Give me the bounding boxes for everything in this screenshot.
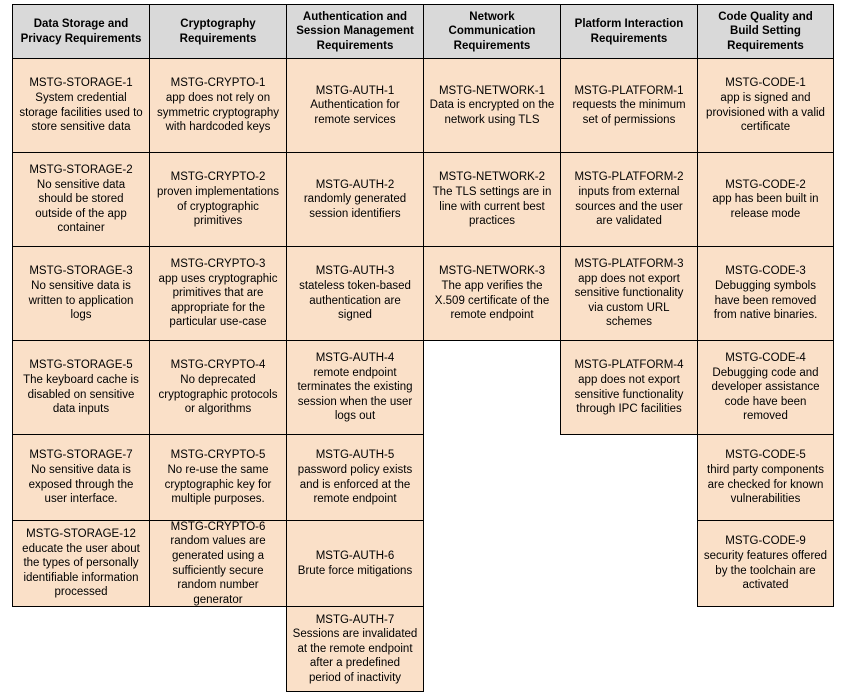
column-header-text: Network Communication Requirements xyxy=(448,10,536,52)
cell-text: MSTG-AUTH-5 password policy exists and i… xyxy=(297,449,413,506)
cell-text: MSTG-NETWORK-2 The TLS settings are in l… xyxy=(432,171,552,228)
table-cell-mstg-platform-1: MSTG-PLATFORM-1 requests the minimum set… xyxy=(560,58,698,153)
table-cell-mstg-code-5: MSTG-CODE-5 third party components are c… xyxy=(697,434,834,521)
column-header-text: Code Quality and Build Setting Requireme… xyxy=(718,10,813,52)
cell-text: MSTG-AUTH-7 Sessions are invalidated at … xyxy=(292,613,418,684)
column-header-cryptography: Cryptography Requirements xyxy=(149,4,287,59)
table-cell-mstg-crypto-2: MSTG-CRYPTO-2 proven implementations of … xyxy=(149,152,287,247)
table-cell-mstg-storage-7: MSTG-STORAGE-7 No sensitive data is expo… xyxy=(12,434,150,521)
column-header-text: Authentication and Session Management Re… xyxy=(296,10,414,52)
cell-text: MSTG-STORAGE-12 educate the user about t… xyxy=(22,528,140,599)
table-cell-mstg-auth-4: MSTG-AUTH-4 remote endpoint terminates t… xyxy=(286,340,424,435)
cell-text: MSTG-CODE-4 Debugging code and developer… xyxy=(711,352,820,423)
table-cell-mstg-storage-1: MSTG-STORAGE-1 System credential storage… xyxy=(12,58,150,153)
cell-text: MSTG-STORAGE-5 The keyboard cache is dis… xyxy=(23,359,139,416)
table-cell-mstg-storage-2: MSTG-STORAGE-2 No sensitive data should … xyxy=(12,152,150,247)
table-column-authentication-and-session-management: Authentication and Session Management Re… xyxy=(286,4,424,692)
cell-text: MSTG-CRYPTO-2 proven implementations of … xyxy=(156,171,280,228)
table-cell-mstg-storage-3: MSTG-STORAGE-3 No sensitive data is writ… xyxy=(12,246,150,341)
table-cell-mstg-auth-7: MSTG-AUTH-7 Sessions are invalidated at … xyxy=(286,606,424,692)
column-header-text: Data Storage and Privacy Requirements xyxy=(20,18,142,45)
cell-text: MSTG-CRYPTO-5 No re-use the same cryptog… xyxy=(164,449,272,506)
column-header-network-communication: Network Communication Requirements xyxy=(423,4,561,59)
table-cell-mstg-storage-5: MSTG-STORAGE-5 The keyboard cache is dis… xyxy=(12,340,150,435)
table-cell-mstg-code-3: MSTG-CODE-3 Debugging symbols have been … xyxy=(697,246,834,341)
cell-text: MSTG-CODE-5 third party components are c… xyxy=(707,449,824,506)
cell-text: MSTG-STORAGE-1 System credential storage… xyxy=(19,77,143,134)
cell-text: MSTG-PLATFORM-3 app does not export sens… xyxy=(574,258,684,329)
cell-text: MSTG-CODE-2 app has been built in releas… xyxy=(712,178,819,220)
cell-text: MSTG-AUTH-2 randomly generated session i… xyxy=(303,178,407,220)
table-cell-mstg-crypto-6: MSTG-CRYPTO-6 random values are generate… xyxy=(149,520,287,607)
table-cell-mstg-crypto-3: MSTG-CRYPTO-3 app uses cryptographic pri… xyxy=(149,246,287,341)
cell-text: MSTG-PLATFORM-4 app does not export sens… xyxy=(574,359,684,416)
column-header-text: Platform Interaction Requirements xyxy=(574,18,684,45)
column-header-text: Cryptography Requirements xyxy=(179,18,257,45)
table-cell-mstg-auth-3: MSTG-AUTH-3 stateless token-based authen… xyxy=(286,246,424,341)
table-cell-mstg-network-1: MSTG-NETWORK-1 Data is encrypted on the … xyxy=(423,58,561,153)
table-cell-mstg-code-1: MSTG-CODE-1 app is signed and provisione… xyxy=(697,58,834,153)
table-cell-mstg-code-9: MSTG-CODE-9 security features offered by… xyxy=(697,520,834,607)
table-cell-mstg-storage-12: MSTG-STORAGE-12 educate the user about t… xyxy=(12,520,150,607)
cell-text: MSTG-AUTH-3 stateless token-based authen… xyxy=(299,265,411,322)
table-cell-mstg-network-2: MSTG-NETWORK-2 The TLS settings are in l… xyxy=(423,152,561,247)
table-cell-mstg-crypto-1: MSTG-CRYPTO-1 app does not rely on symme… xyxy=(149,58,287,153)
table-cell-mstg-auth-6: MSTG-AUTH-6 Brute force mitigations xyxy=(286,520,424,607)
table-cell-mstg-code-2: MSTG-CODE-2 app has been built in releas… xyxy=(697,152,834,247)
cell-text: MSTG-AUTH-6 Brute force mitigations xyxy=(297,549,413,577)
cell-text: MSTG-NETWORK-1 Data is encrypted on the … xyxy=(429,84,555,126)
table-cell-mstg-auth-2: MSTG-AUTH-2 randomly generated session i… xyxy=(286,152,424,247)
cell-text: MSTG-STORAGE-7 No sensitive data is expo… xyxy=(28,449,134,506)
column-header-authentication-and-session-management: Authentication and Session Management Re… xyxy=(286,4,424,59)
table-cell-mstg-platform-3: MSTG-PLATFORM-3 app does not export sens… xyxy=(560,246,698,341)
column-header-code-quality-and-build-setting: Code Quality and Build Setting Requireme… xyxy=(697,4,834,59)
cell-text: MSTG-STORAGE-3 No sensitive data is writ… xyxy=(28,265,134,322)
cell-text: MSTG-CODE-3 Debugging symbols have been … xyxy=(713,265,818,322)
cell-text: MSTG-CODE-9 security features offered by… xyxy=(703,535,828,592)
table-cell-mstg-crypto-5: MSTG-CRYPTO-5 No re-use the same cryptog… xyxy=(149,434,287,521)
cell-text: MSTG-PLATFORM-2 inputs from external sou… xyxy=(574,171,684,228)
cell-text: MSTG-CODE-1 app is signed and provisione… xyxy=(706,77,825,134)
cell-text: MSTG-CRYPTO-3 app uses cryptographic pri… xyxy=(158,258,278,329)
table-cell-mstg-crypto-4: MSTG-CRYPTO-4 No deprecated cryptographi… xyxy=(149,340,287,435)
table-column-code-quality-and-build-setting: Code Quality and Build Setting Requireme… xyxy=(697,4,834,607)
cell-text: MSTG-STORAGE-2 No sensitive data should … xyxy=(29,164,133,235)
cell-text: MSTG-CRYPTO-4 No deprecated cryptographi… xyxy=(158,359,278,416)
table-cell-mstg-auth-5: MSTG-AUTH-5 password policy exists and i… xyxy=(286,434,424,521)
table-cell-mstg-auth-1: MSTG-AUTH-1 Authentication for remote se… xyxy=(286,58,424,153)
column-header-data-storage-and-privacy: Data Storage and Privacy Requirements xyxy=(12,4,150,59)
cell-text: MSTG-CRYPTO-6 random values are generate… xyxy=(170,520,266,606)
cell-text: MSTG-NETWORK-3 The app verifies the X.50… xyxy=(434,265,550,322)
table-cell-mstg-network-3: MSTG-NETWORK-3 The app verifies the X.50… xyxy=(423,246,561,341)
column-header-platform-interaction: Platform Interaction Requirements xyxy=(560,4,698,59)
cell-text: MSTG-PLATFORM-1 requests the minimum set… xyxy=(572,84,686,126)
cell-text: MSTG-AUTH-4 remote endpoint terminates t… xyxy=(297,352,413,423)
cell-text: MSTG-AUTH-1 Authentication for remote se… xyxy=(310,84,400,126)
table-cell-mstg-platform-4: MSTG-PLATFORM-4 app does not export sens… xyxy=(560,340,698,435)
cell-text: MSTG-CRYPTO-1 app does not rely on symme… xyxy=(156,77,280,134)
table-cell-mstg-code-4: MSTG-CODE-4 Debugging code and developer… xyxy=(697,340,834,435)
table-cell-mstg-platform-2: MSTG-PLATFORM-2 inputs from external sou… xyxy=(560,152,698,247)
